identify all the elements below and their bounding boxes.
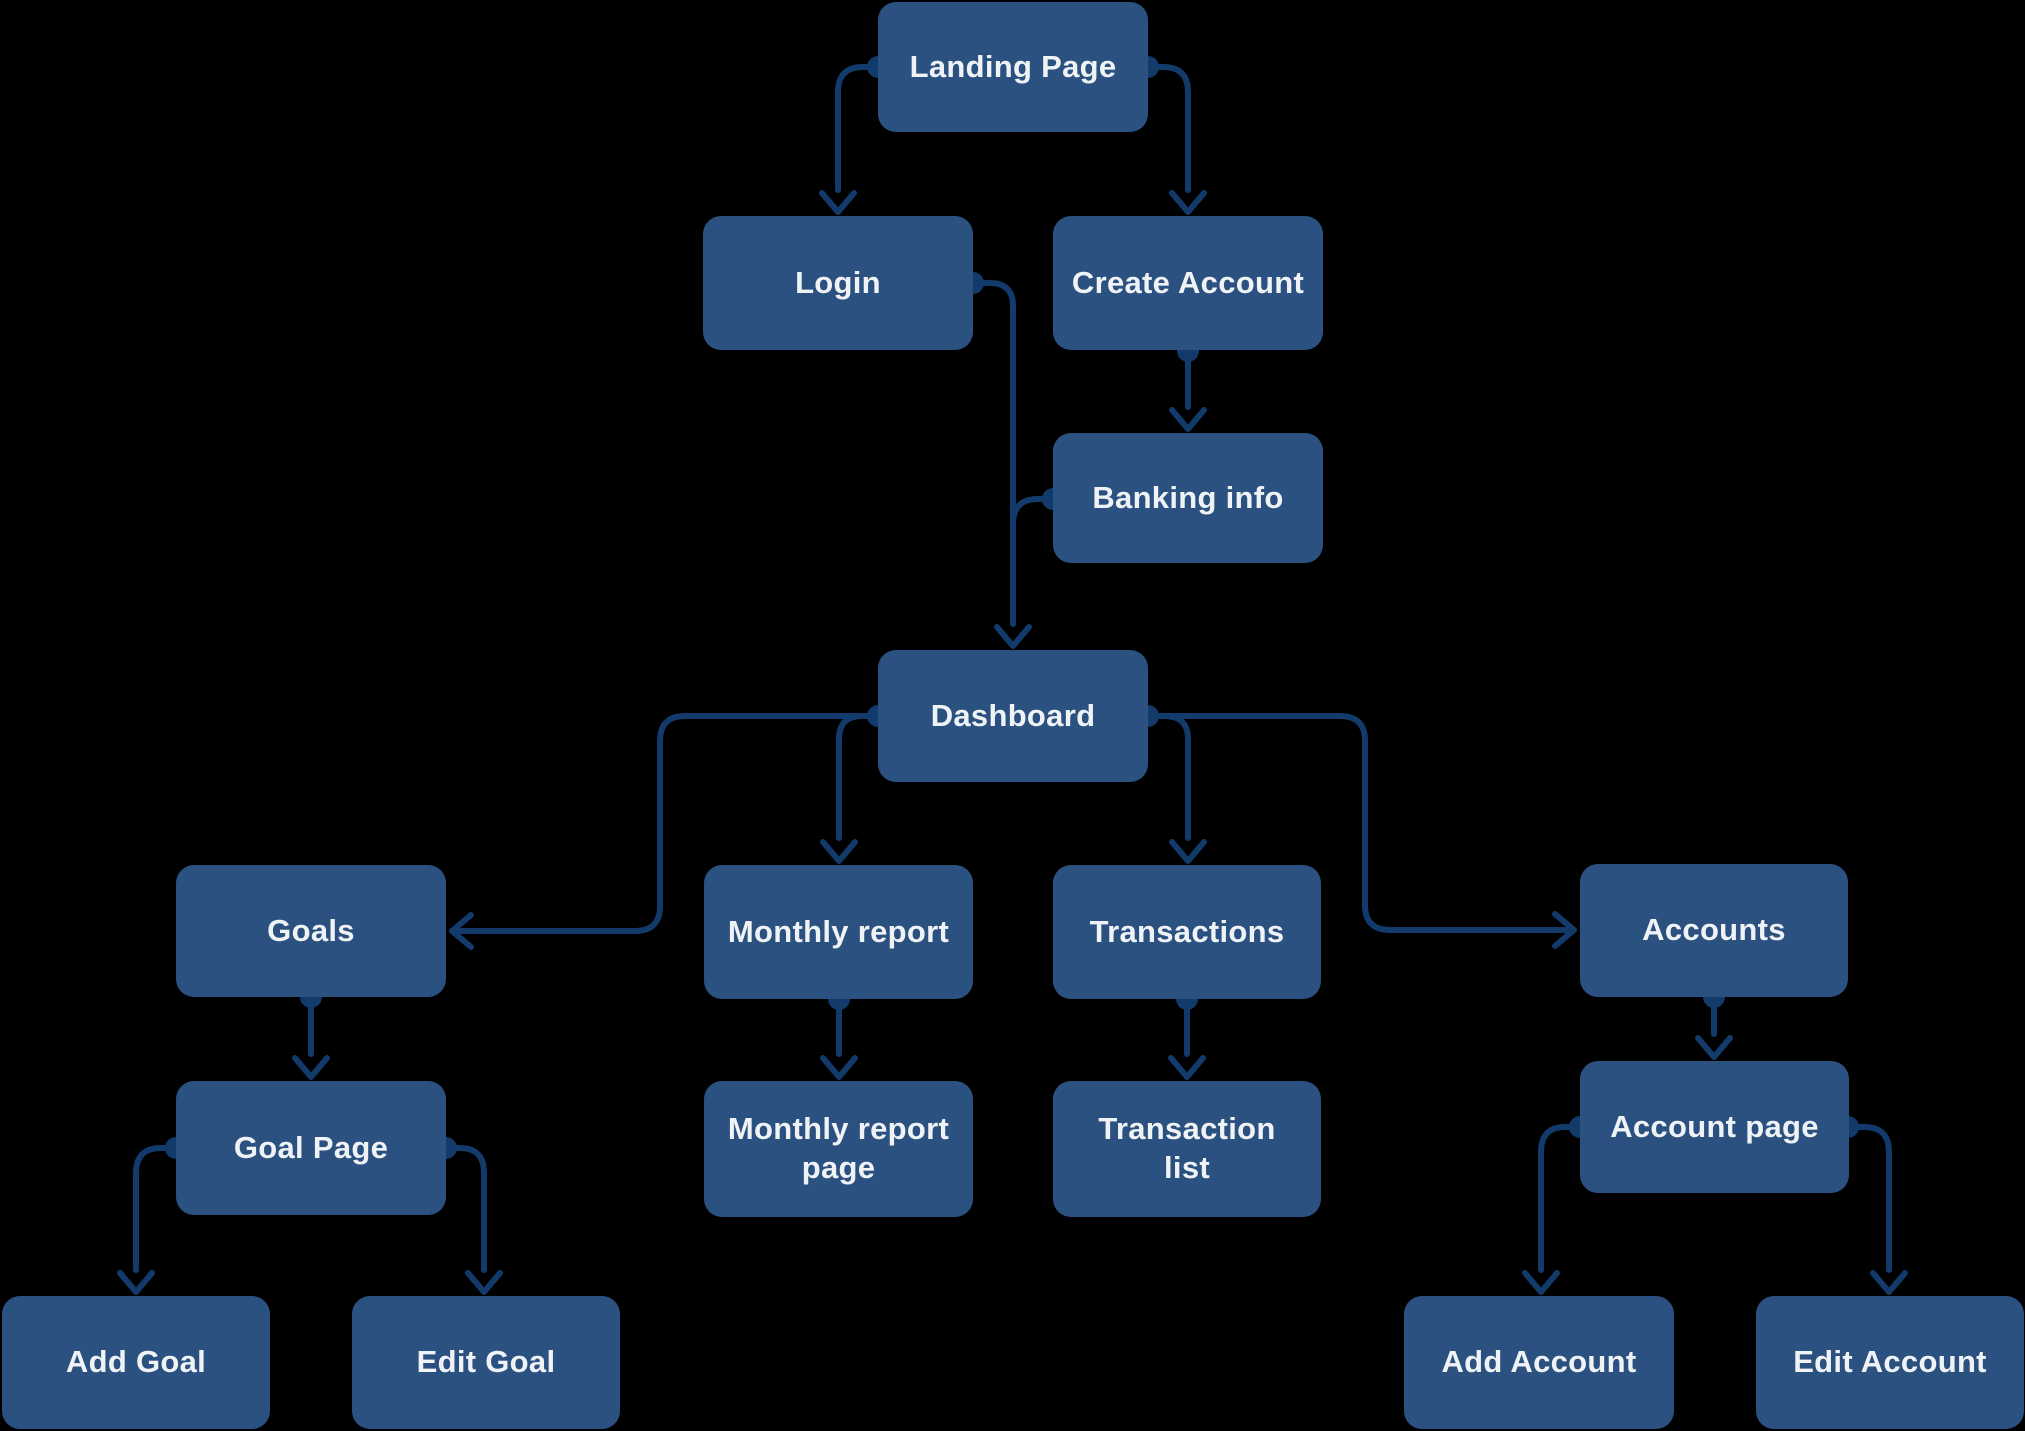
arrowhead-down-monthly [820,839,858,864]
node-label: Edit Goal [416,1344,556,1380]
node-label: Add Account [1441,1344,1637,1380]
edge-dashboard-monthly [836,713,881,841]
arrowhead-right-accounts [1552,911,1577,949]
arrowhead-down-addgoal [117,1270,155,1295]
node-dashboard[interactable]: Dashboard [878,650,1148,782]
node-accounts[interactable]: Accounts [1580,864,1848,997]
node-label: Transactions [1089,913,1285,949]
node-label: Create Account [1071,264,1305,300]
node-label: Banking info [1092,479,1284,515]
edge-dashboard-transactions [1145,713,1191,841]
arrowhead-down-transactions [1169,839,1207,864]
node-label: Monthly report page [727,1111,950,1185]
node-label: Login [795,264,881,300]
edge-goalpage-editgoal [443,1145,487,1273]
arrowhead-down-addaccount [1522,1270,1560,1295]
edge-banking-dashboard [1010,496,1056,563]
node-monthly-report-page[interactable]: Monthly report page [704,1081,973,1217]
edge-login-dashboard [970,280,1016,627]
node-label: Dashboard [930,697,1096,733]
node-monthly-report[interactable]: Monthly report [704,865,973,999]
node-transaction-list[interactable]: Transaction list [1053,1081,1321,1217]
arrowhead-left-goals [449,912,474,950]
edge-accountpage-addaccount [1538,1124,1583,1273]
node-label: Add Goal [65,1344,207,1380]
node-goal-page[interactable]: Goal Page [176,1081,446,1215]
arrowhead-down-login [819,190,857,215]
arrowhead-down-banking [1169,407,1207,432]
node-edit-goal[interactable]: Edit Goal [352,1296,620,1429]
arrowhead-down-dashboard [994,624,1032,649]
node-login[interactable]: Login [703,216,973,350]
arrowhead-down-editgoal [465,1270,503,1295]
edge-goalpage-addgoal [133,1145,179,1273]
node-goals[interactable]: Goals [176,865,446,997]
node-label: Accounts [1642,912,1786,948]
arrowhead-down-monthlypage [820,1055,858,1080]
node-account-page[interactable]: Account page [1580,1061,1849,1193]
edge-landing-create [1145,64,1191,193]
node-label: Edit Account [1793,1344,1987,1380]
edge-landing-login [835,64,881,193]
node-add-goal[interactable]: Add Goal [2,1296,270,1429]
node-edit-account[interactable]: Edit Account [1756,1296,2024,1429]
node-label: Goals [267,912,355,948]
edge-accountpage-editaccount [1845,1124,1892,1273]
node-add-account[interactable]: Add Account [1404,1296,1674,1429]
node-label: Landing Page [909,48,1117,84]
arrowhead-down-accountpage [1695,1035,1733,1060]
node-label: Transaction list [1098,1111,1276,1185]
node-label: Monthly report [727,913,950,949]
node-banking-info[interactable]: Banking info [1053,433,1323,563]
arrowhead-down-translist [1168,1055,1206,1080]
arrowhead-down-editaccount [1870,1270,1908,1295]
node-label: Account page [1610,1108,1819,1144]
node-transactions[interactable]: Transactions [1053,865,1321,999]
arrowhead-down-create [1169,190,1207,215]
node-create-account[interactable]: Create Account [1053,216,1323,350]
arrowhead-down-goalpage [292,1055,330,1080]
node-label: Goal Page [233,1129,389,1165]
node-landing-page[interactable]: Landing Page [878,2,1148,132]
